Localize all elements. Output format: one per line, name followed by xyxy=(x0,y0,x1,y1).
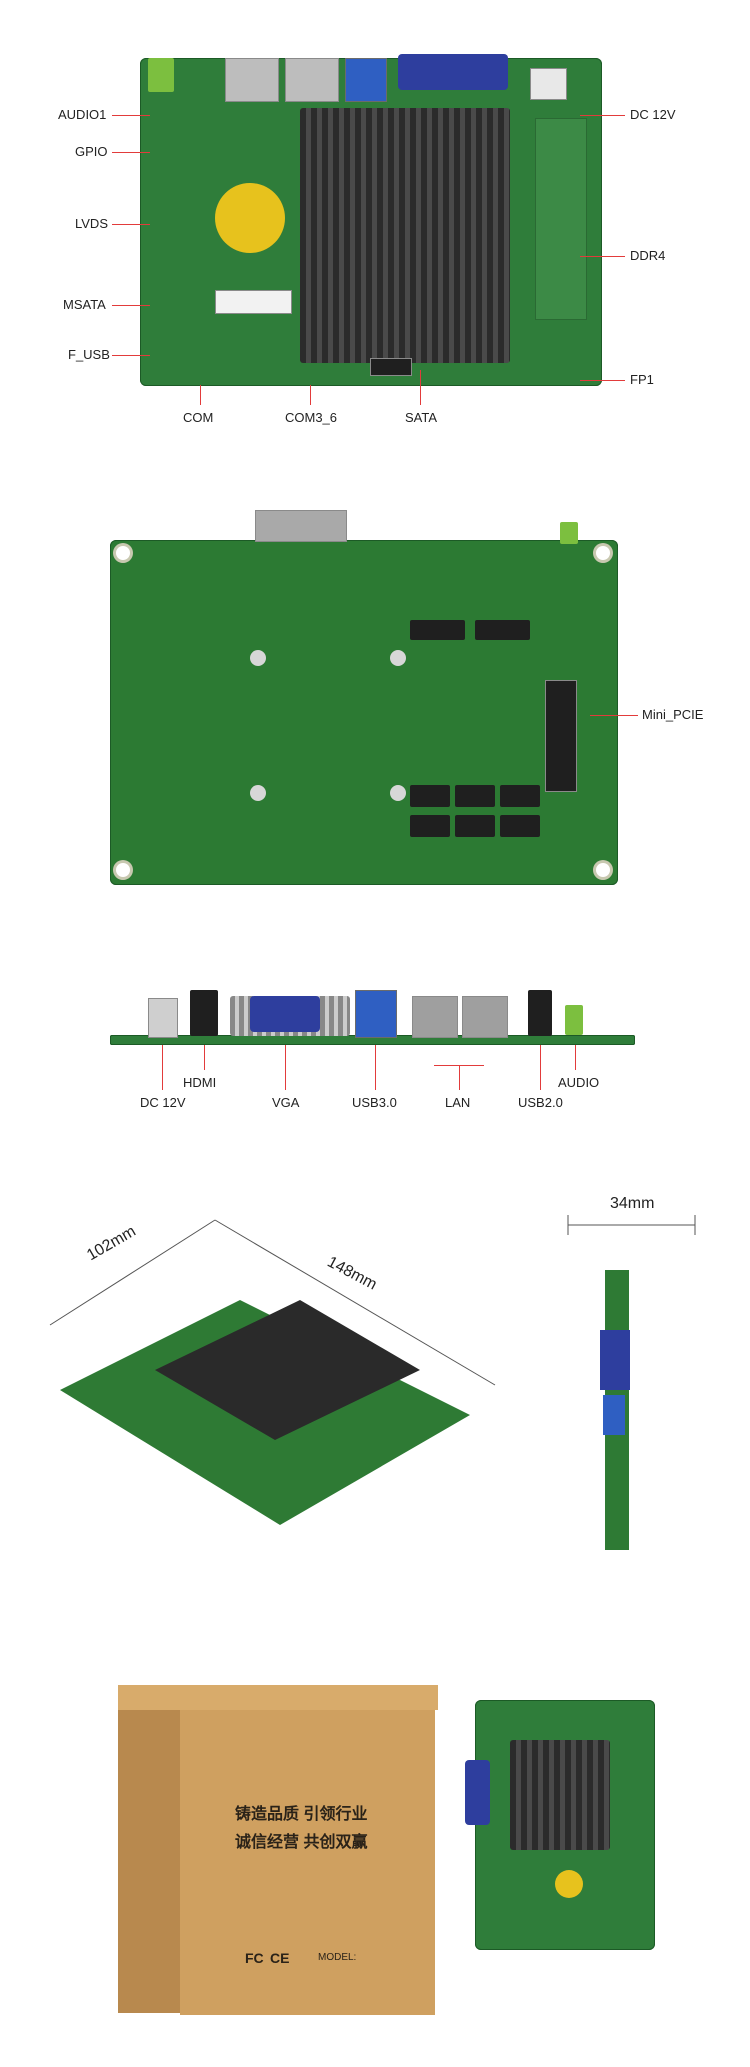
model-label: MODEL: xyxy=(318,1952,357,1963)
bottom-view-section: Mini_PCIE xyxy=(0,500,750,920)
usb3-port xyxy=(345,58,387,102)
hdmi-port xyxy=(190,990,218,1036)
fc-mark: FC xyxy=(245,1950,264,1966)
label-gpio: GPIO xyxy=(75,144,108,159)
memory-chip xyxy=(500,815,540,837)
package-section: 铸造品质 引领行业 诚信经营 共创双赢 FC CE MODEL: xyxy=(0,1650,750,2050)
label-com: COM xyxy=(183,410,214,425)
box-front xyxy=(180,1695,435,2015)
pointer-line xyxy=(112,152,150,153)
memory-chip xyxy=(410,815,450,837)
label-dc12v: DC 12V xyxy=(630,107,676,122)
usb2-port xyxy=(528,990,552,1036)
memory-chip xyxy=(410,785,450,807)
pointer-line xyxy=(540,1045,541,1090)
pointer-line xyxy=(459,1065,460,1090)
label-audio: AUDIO xyxy=(558,1075,600,1090)
audio-jack xyxy=(565,1005,583,1035)
io-view-section: HDMI DC 12V VGA USB3.0 LAN USB2.0 AUDIO xyxy=(0,960,750,1130)
cmos-battery xyxy=(215,183,285,253)
ce-mark: CE xyxy=(270,1950,290,1966)
lan-port xyxy=(225,58,279,102)
pointer-line xyxy=(112,115,150,116)
label-mini-pcie: Mini_PCIE xyxy=(642,707,704,722)
dc-jack xyxy=(148,998,178,1038)
mount-hole xyxy=(596,546,610,560)
memory-chip xyxy=(500,785,540,807)
mount-hole xyxy=(596,863,610,877)
label-sata: SATA xyxy=(405,410,438,425)
vga-connector-top xyxy=(255,510,347,542)
label-dc12v: DC 12V xyxy=(140,1095,186,1110)
motherboard-top xyxy=(140,54,602,386)
label-usb2: USB2.0 xyxy=(518,1095,563,1110)
lan-port xyxy=(412,996,458,1038)
label-f-usb: F_USB xyxy=(68,347,110,362)
vga-connector xyxy=(465,1760,490,1825)
ddr4-slot xyxy=(535,118,587,320)
pointer-line xyxy=(285,1045,286,1090)
label-com3-6: COM3_6 xyxy=(285,410,338,425)
pointer-line xyxy=(162,1045,163,1090)
label-msata: MSATA xyxy=(63,297,106,312)
sata-connector xyxy=(370,358,412,376)
label-lvds: LVDS xyxy=(75,216,108,231)
cmos-battery xyxy=(555,1870,583,1898)
mini-pcie-slot xyxy=(545,680,577,792)
audio-jack-top xyxy=(560,522,578,544)
pointer-line xyxy=(112,224,150,225)
dimensions-section: 102mm 148mm 34mm xyxy=(0,1180,750,1600)
box-side xyxy=(118,1708,188,2013)
heatsink xyxy=(300,108,510,363)
box-slogan-line2: 诚信经营 共创双赢 xyxy=(235,1834,368,1851)
dimension-lines xyxy=(49,1215,696,1550)
board-beside-box xyxy=(465,1700,655,1950)
standoff xyxy=(390,785,406,801)
label-vga: VGA xyxy=(272,1095,300,1110)
lan-port xyxy=(285,58,339,102)
box-slogan-line1: 铸造品质 引领行业 xyxy=(235,1806,368,1823)
pointer-line xyxy=(420,370,421,405)
motherboard-bottom xyxy=(110,540,618,885)
box-top xyxy=(118,1685,438,1710)
vga-connector xyxy=(398,54,508,90)
usb3-port xyxy=(355,990,397,1038)
pointer-line xyxy=(112,305,150,306)
pointer-line xyxy=(580,380,625,381)
label-lan: LAN xyxy=(445,1095,471,1110)
standoff xyxy=(250,785,266,801)
memory-chip xyxy=(455,785,495,807)
pointer-line xyxy=(200,385,201,405)
standoff xyxy=(250,650,266,666)
standoff xyxy=(390,650,406,666)
board-edge xyxy=(110,1035,635,1045)
mount-hole xyxy=(116,546,130,560)
pointer-line xyxy=(580,115,625,116)
pointer-line xyxy=(204,1045,205,1070)
pointer-line xyxy=(575,1045,576,1070)
audio-jack xyxy=(148,58,174,92)
memory-chip xyxy=(455,815,495,837)
label-hdmi: HDMI xyxy=(183,1075,217,1090)
mount-hole xyxy=(116,863,130,877)
pointer-line xyxy=(580,256,625,257)
memory-chip xyxy=(475,620,530,640)
dc-power-connector xyxy=(530,68,567,100)
label-usb3: USB3.0 xyxy=(352,1095,397,1110)
pointer-line xyxy=(112,355,150,356)
memory-chip xyxy=(410,620,465,640)
heatsink xyxy=(510,1740,610,1850)
label-fp1: FP1 xyxy=(630,372,654,387)
dimension-height: 34mm xyxy=(610,1195,655,1212)
top-view-section: AUDIO1 GPIO LVDS MSATA F_USB COM COM3_6 … xyxy=(0,0,750,440)
label-sticker xyxy=(215,290,292,314)
vga-port xyxy=(250,996,320,1032)
lan-port xyxy=(462,996,508,1038)
label-ddr4: DDR4 xyxy=(630,248,666,263)
pointer-line xyxy=(310,385,311,405)
pointer-line xyxy=(590,715,638,716)
pointer-line xyxy=(375,1045,376,1090)
label-audio1: AUDIO1 xyxy=(58,107,107,122)
